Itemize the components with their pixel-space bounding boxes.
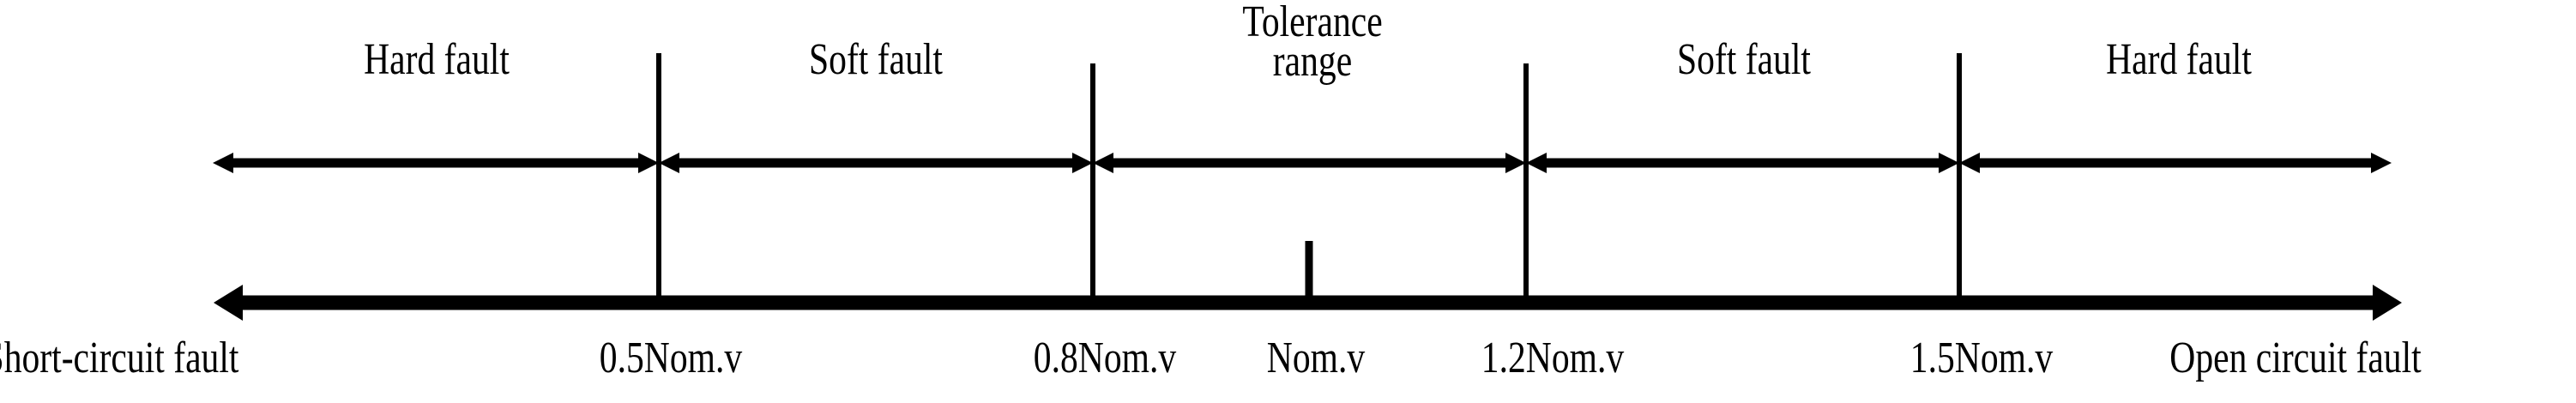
axis-right-arrowhead [2373,285,2402,321]
main-voltage-axis [214,285,2402,321]
tolerance-label-line2: range [1272,37,1353,86]
range-arrow-soft-fault-low [659,153,1093,173]
axis-label-short-circuit-fault: Short-circuit fault [0,334,239,382]
region-label-hard-fault-high: Hard fault [2106,35,2252,84]
tick-label-0.5nom: 0.5Nom.v [599,334,743,382]
region-label-soft-fault-high: Soft fault [1677,35,1811,84]
axis-left-arrowhead [214,285,243,321]
tick-label-0.8nom: 0.8Nom.v [1033,334,1177,382]
tick-label-1.2nom: 1.2Nom.v [1481,334,1625,382]
range-arrow-hard-fault-high [1959,153,2392,173]
range-arrow-hard-fault-low [213,153,659,173]
axis-label-open-circuit-fault: Open circuit fault [2169,334,2422,382]
region-label-hard-fault-low: Hard fault [364,35,510,84]
range-arrow-soft-fault-high [1526,153,1959,173]
tick-label-1.5nom: 1.5Nom.v [1909,334,2054,382]
tick-label-nom: Nom.v [1266,334,1366,382]
tolerance-label-line1: Tolerance [1242,0,1383,46]
range-arrow-tolerance-range [1093,153,1526,173]
region-label-soft-fault-low: Soft fault [809,35,943,84]
